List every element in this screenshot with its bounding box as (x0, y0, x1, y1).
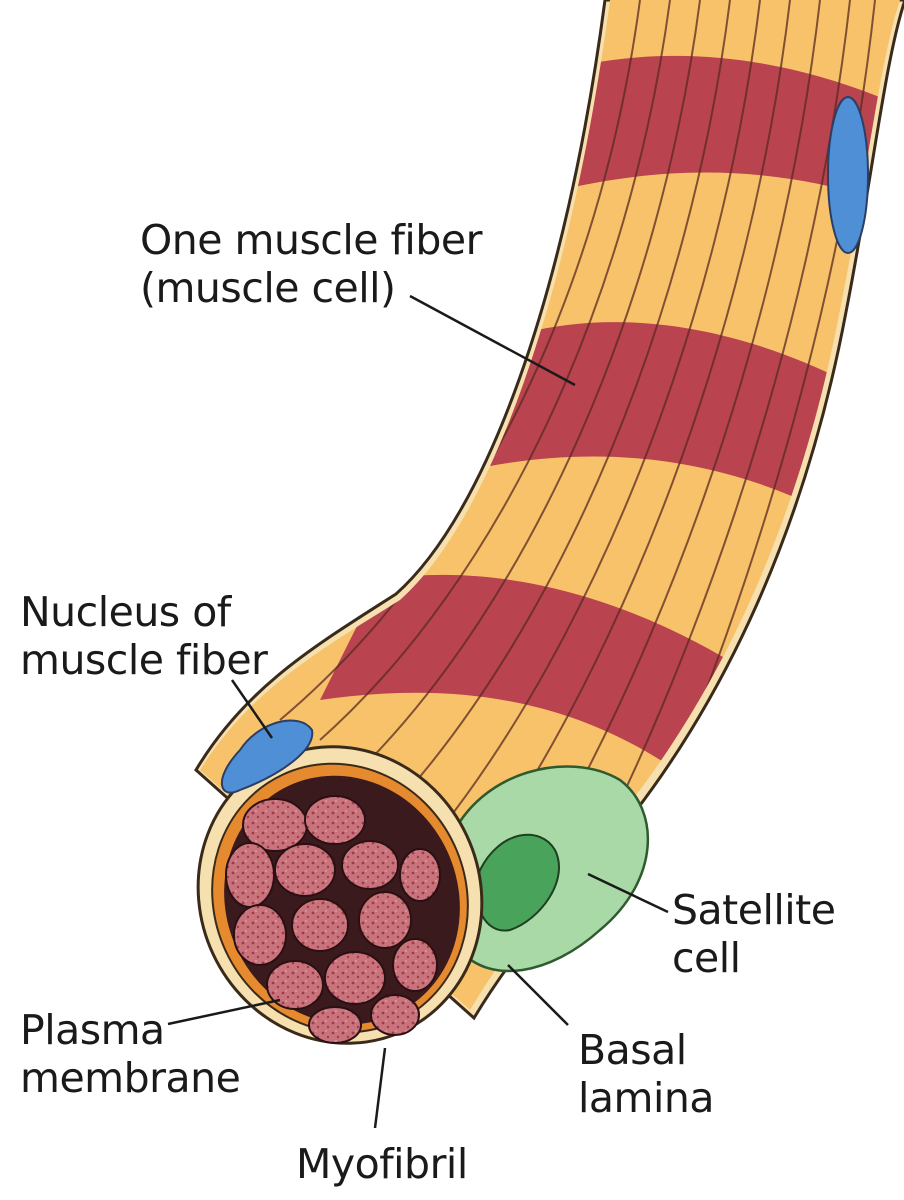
label-plasma: Plasma membrane (20, 1006, 241, 1102)
label-muscle-fiber-line1: One muscle fiber (140, 216, 482, 264)
leader-basal (507, 964, 569, 1026)
nucleus-top (827, 96, 869, 254)
myofibrils (225, 795, 441, 1044)
label-basal: Basal lamina (578, 1026, 714, 1122)
band-red (320, 574, 760, 780)
label-basal-line1: Basal (578, 1026, 687, 1074)
leader-myofibril (373, 1047, 387, 1129)
label-satellite: Satellite cell (672, 886, 836, 982)
leader-muscle-fiber (409, 294, 576, 387)
leader-plasma (167, 998, 281, 1026)
label-basal-line2: lamina (578, 1074, 714, 1122)
label-satellite-line2: cell (672, 934, 741, 982)
label-nucleus: Nucleus of muscle fiber (20, 588, 268, 684)
label-nucleus-line2: muscle fiber (20, 636, 268, 684)
band-red (560, 55, 900, 210)
satellite-nucleus (475, 833, 560, 932)
label-myofibril-line1: Myofibril (296, 1140, 468, 1188)
label-plasma-line1: Plasma (20, 1006, 165, 1054)
leader-nucleus (230, 679, 274, 739)
leader-satellite (587, 872, 669, 914)
label-plasma-line2: membrane (20, 1054, 241, 1102)
nucleus-lower (221, 719, 314, 794)
label-satellite-line1: Satellite (672, 886, 836, 934)
label-muscle-fiber: One muscle fiber (muscle cell) (140, 216, 482, 312)
label-nucleus-line1: Nucleus of (20, 588, 231, 636)
label-myofibril: Myofibril (296, 1140, 468, 1188)
label-muscle-fiber-line2: (muscle cell) (140, 264, 396, 312)
